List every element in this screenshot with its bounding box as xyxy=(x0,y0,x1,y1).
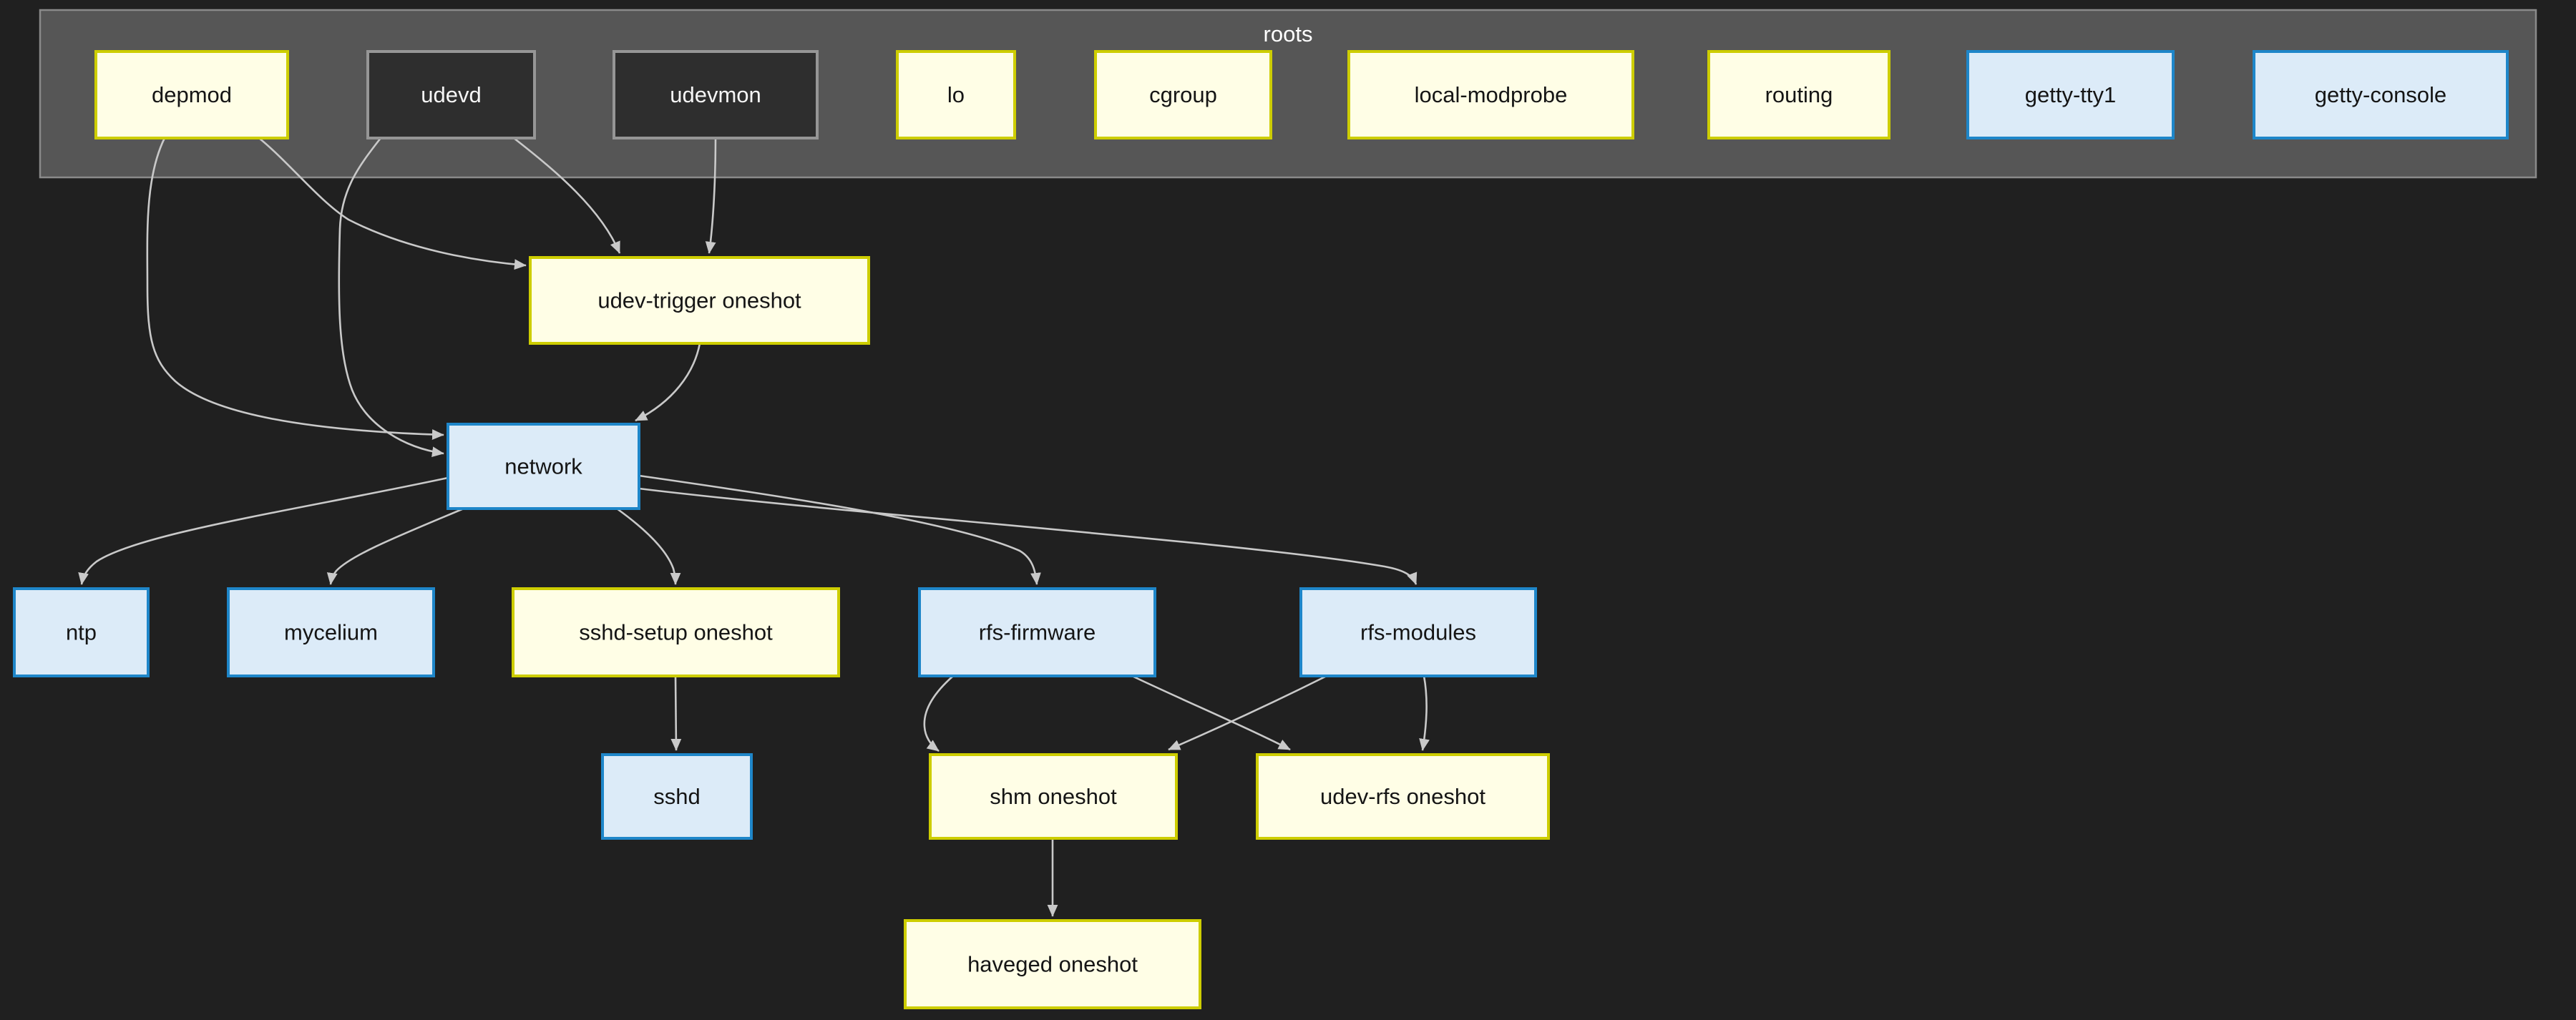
edge-rfs-firmware-to-shm xyxy=(923,675,954,752)
node-label-local-modprobe: local-modprobe xyxy=(1415,82,1568,107)
node-box-local-modprobe xyxy=(1347,50,1634,139)
node-box-sshd xyxy=(601,753,753,840)
node-rfs-firmware: rfs-firmware xyxy=(918,587,1156,677)
node-sshd-setup: sshd-setup oneshot xyxy=(512,587,840,677)
cluster-roots-label: roots xyxy=(1264,21,1313,46)
edge-udev-trigger-to-network xyxy=(635,343,701,422)
node-local-modprobe: local-modprobe xyxy=(1347,50,1634,139)
node-routing: routing xyxy=(1707,50,1890,139)
edge-udevmon-to-udev-trigger xyxy=(705,137,717,254)
node-udevd: udevd xyxy=(366,50,536,139)
node-box-getty-console xyxy=(2253,50,2509,139)
edge-rfs-firmware-to-udev-rfs xyxy=(1131,675,1291,751)
node-box-udev-rfs xyxy=(1256,753,1550,840)
node-box-sshd-setup xyxy=(512,587,840,677)
node-box-haveged xyxy=(904,919,1201,1009)
node-getty-tty1: getty-tty1 xyxy=(1966,50,2175,139)
node-label-shm: shm oneshot xyxy=(990,784,1117,809)
edges-layer xyxy=(78,137,1430,917)
node-label-ntp: ntp xyxy=(66,620,97,645)
node-depmod: depmod xyxy=(94,50,289,139)
node-udev-trigger: udev-trigger oneshot xyxy=(529,256,870,345)
node-label-rfs-firmware: rfs-firmware xyxy=(979,620,1096,645)
node-mycelium: mycelium xyxy=(227,587,435,677)
node-box-cgroup xyxy=(1094,50,1272,139)
node-box-udev-trigger xyxy=(529,256,870,345)
node-box-rfs-firmware xyxy=(918,587,1156,677)
node-label-haveged: haveged oneshot xyxy=(967,952,1138,977)
node-label-sshd-setup: sshd-setup oneshot xyxy=(579,620,773,645)
node-label-udev-rfs: udev-rfs oneshot xyxy=(1320,784,1485,809)
node-box-getty-tty1 xyxy=(1966,50,2175,139)
node-getty-console: getty-console xyxy=(2253,50,2509,139)
node-label-lo: lo xyxy=(947,82,965,107)
node-network: network xyxy=(447,423,640,510)
node-label-udevd: udevd xyxy=(421,82,481,107)
edge-rfs-modules-to-shm xyxy=(1168,675,1327,751)
nodes-layer: depmod udevd udevmon lo cgroup local-modprobe… xyxy=(13,50,2509,1009)
node-label-rfs-modules: rfs-modules xyxy=(1360,620,1476,645)
edge-udevd-to-udev-trigger xyxy=(513,137,621,254)
node-box-lo xyxy=(896,50,1016,139)
node-label-network: network xyxy=(504,454,582,479)
node-label-udevmon: udevmon xyxy=(670,82,761,107)
node-box-network xyxy=(447,423,640,510)
node-udev-rfs: udev-rfs oneshot xyxy=(1256,753,1550,840)
node-label-getty-tty1: getty-tty1 xyxy=(2025,82,2117,107)
edge-sshd-setup-to-sshd xyxy=(670,675,682,751)
node-box-shm xyxy=(929,753,1178,840)
node-label-udev-trigger: udev-trigger oneshot xyxy=(597,288,801,313)
edge-depmod-to-udev-trigger xyxy=(258,137,527,270)
node-box-udevd xyxy=(366,50,536,139)
node-rfs-modules: rfs-modules xyxy=(1299,587,1537,677)
node-shm: shm oneshot xyxy=(929,753,1178,840)
node-box-routing xyxy=(1707,50,1890,139)
node-box-ntp xyxy=(13,587,150,677)
node-ntp: ntp xyxy=(13,587,150,677)
edge-network-to-mycelium xyxy=(326,507,464,585)
edge-rfs-modules-to-udev-rfs xyxy=(1419,675,1430,751)
node-label-sshd: sshd xyxy=(653,784,700,809)
edge-network-to-rfs-firmware xyxy=(638,474,1041,585)
edge-network-to-rfs-modules xyxy=(638,487,1418,585)
node-label-mycelium: mycelium xyxy=(284,620,378,645)
edge-network-to-sshd-setup xyxy=(616,507,681,585)
edge-depmod-to-network xyxy=(146,137,444,440)
node-label-depmod: depmod xyxy=(152,82,232,107)
node-box-mycelium xyxy=(227,587,435,677)
node-udevmon: udevmon xyxy=(613,50,819,139)
node-box-udevmon xyxy=(613,50,819,139)
node-lo: lo xyxy=(896,50,1016,139)
edge-network-to-ntp xyxy=(78,476,449,585)
node-box-rfs-modules xyxy=(1299,587,1537,677)
node-label-cgroup: cgroup xyxy=(1149,82,1217,107)
node-label-getty-console: getty-console xyxy=(2315,82,2446,107)
node-sshd: sshd xyxy=(601,753,753,840)
edge-udevd-to-network xyxy=(338,137,444,458)
node-box-depmod xyxy=(94,50,289,139)
node-cgroup: cgroup xyxy=(1094,50,1272,139)
node-haveged: haveged oneshot xyxy=(904,919,1201,1009)
node-label-routing: routing xyxy=(1765,82,1833,107)
